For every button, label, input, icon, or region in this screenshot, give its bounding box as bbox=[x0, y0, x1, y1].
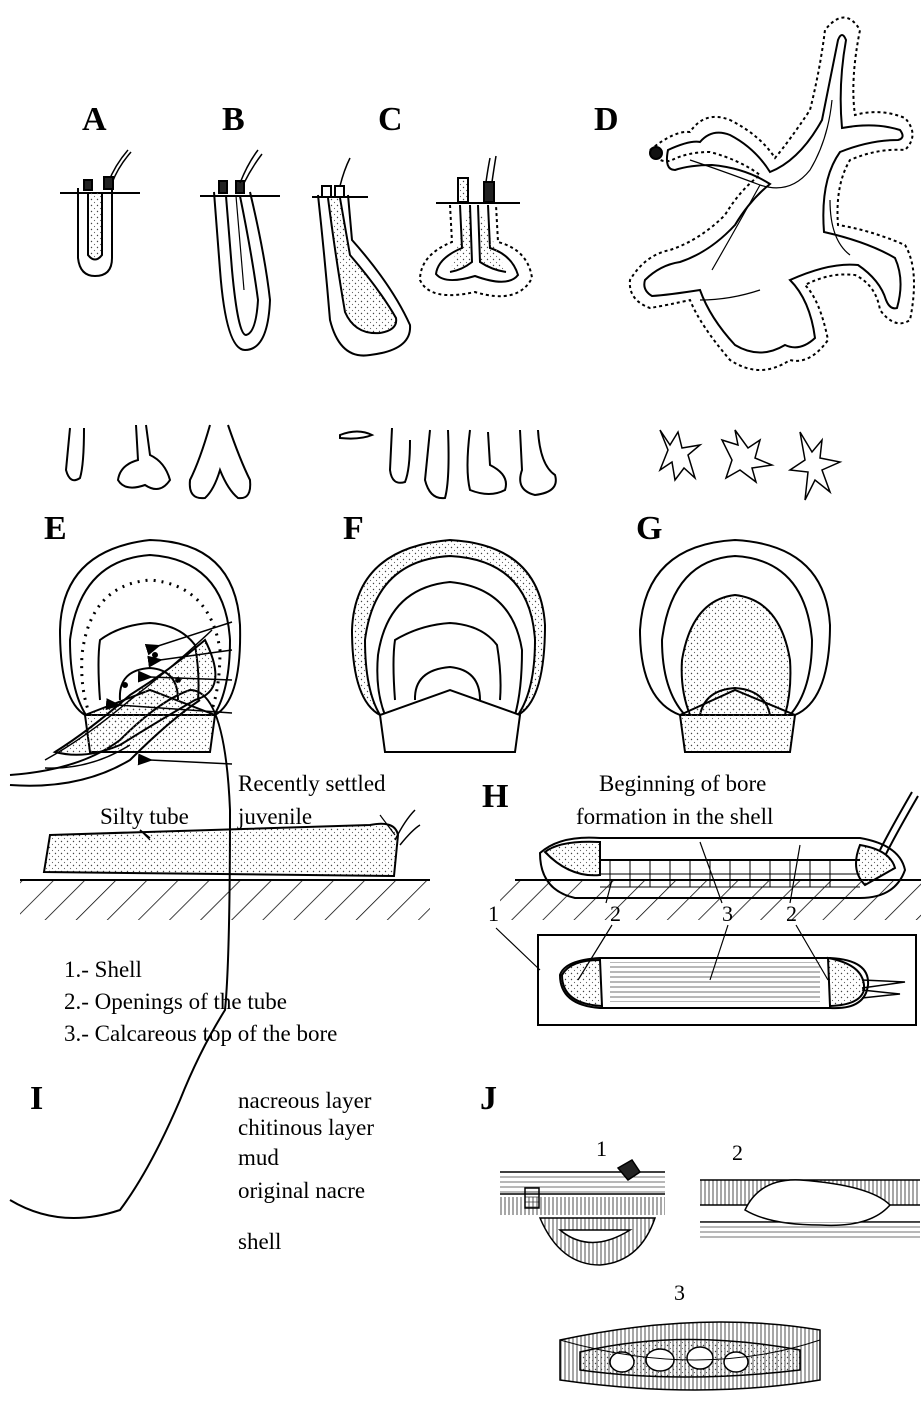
section-number: 2 bbox=[732, 1142, 743, 1164]
bore-title-line1: Beginning of bore bbox=[599, 772, 766, 795]
shell-g bbox=[640, 540, 830, 752]
legend-item: 1.- Shell bbox=[64, 958, 142, 981]
layer-label-chitinous: chitinous layer bbox=[238, 1116, 374, 1139]
burrow-c bbox=[312, 156, 532, 356]
panel-label-i: I bbox=[30, 1082, 43, 1116]
layer-label-shell: shell bbox=[238, 1230, 281, 1253]
silty-tube-label: Silty tube bbox=[100, 805, 189, 828]
panel-label-a: A bbox=[82, 103, 107, 137]
section-number: 1 bbox=[596, 1138, 607, 1160]
callout-number: 3 bbox=[722, 903, 733, 925]
sections-scene bbox=[500, 1160, 920, 1390]
panel-label-f: F bbox=[343, 512, 364, 546]
panel-label-e: E bbox=[44, 512, 67, 546]
bore-title-line2: formation in the shell bbox=[576, 805, 773, 828]
shell-f bbox=[352, 540, 545, 752]
callout-number: 2 bbox=[786, 903, 797, 925]
layer-label-original-nacre: original nacre bbox=[238, 1179, 365, 1202]
burrow-a bbox=[60, 150, 140, 276]
callout-number: 2 bbox=[610, 903, 621, 925]
panel-label-b: B bbox=[222, 103, 245, 137]
panel-label-g: G bbox=[636, 512, 662, 546]
panel-label-d: D bbox=[594, 103, 619, 137]
tube-scene bbox=[20, 810, 430, 920]
burrow-d bbox=[630, 18, 914, 371]
burrow-b bbox=[200, 150, 280, 350]
panel-label-c: C bbox=[378, 103, 403, 137]
juvenile-label-line2: juvenile bbox=[238, 805, 312, 828]
section-number: 3 bbox=[674, 1282, 685, 1304]
legend-item: 2.- Openings of the tube bbox=[64, 990, 287, 1013]
panel-label-h: H bbox=[482, 780, 508, 814]
legend-item: 3.- Calcareous top of the bore bbox=[64, 1022, 337, 1045]
outline-row bbox=[66, 425, 840, 500]
callout-number: 1 bbox=[488, 903, 499, 925]
layer-label-nacreous: nacreous layer bbox=[238, 1089, 371, 1112]
layer-label-mud: mud bbox=[238, 1146, 279, 1169]
juvenile-label-line1: Recently settled bbox=[238, 772, 386, 795]
panel-label-j: J bbox=[480, 1082, 497, 1116]
